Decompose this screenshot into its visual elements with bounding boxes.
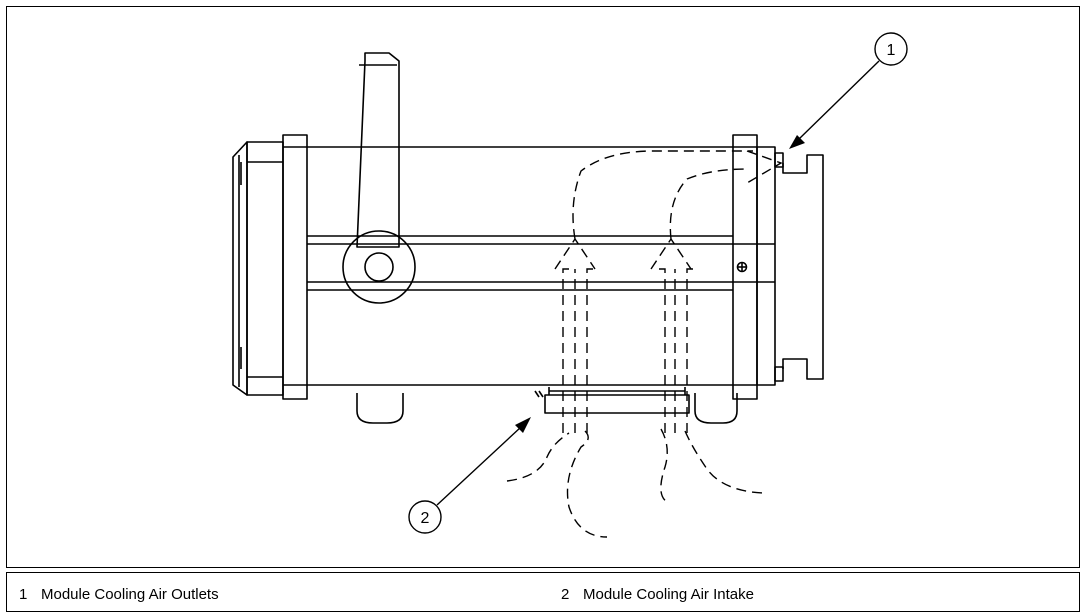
front-panel — [232, 141, 284, 396]
intake-vent — [534, 387, 690, 414]
airflow-paths — [506, 150, 783, 538]
callout-2: 2 — [408, 417, 531, 534]
callout-2-number: 2 — [421, 510, 430, 527]
carrying-handle — [342, 52, 416, 304]
front-frame — [282, 134, 308, 400]
rear-flange — [774, 152, 824, 382]
legend-item-intake: 2 Module Cooling Air Intake — [561, 586, 754, 604]
legend-item-number: 1 — [19, 586, 28, 603]
callout-1-number: 1 — [887, 42, 896, 59]
legend-item-label: Module Cooling Air Intake — [583, 586, 754, 603]
diagram-figure: 1 2 — [6, 6, 1080, 568]
chassis-body — [307, 146, 733, 386]
legend-item-number: 2 — [561, 586, 570, 603]
chassis-feet — [356, 393, 738, 424]
legend-item-label: Module Cooling Air Outlets — [41, 586, 219, 603]
rear-frame — [732, 134, 776, 400]
figure-legend: 1 Module Cooling Air Outlets 2 Module Cool… — [6, 572, 1080, 612]
callout-1: 1 — [789, 32, 908, 149]
legend-item-outlets: 1 Module Cooling Air Outlets — [19, 586, 219, 604]
chassis-airflow-diagram: 1 2 — [232, 32, 908, 538]
rear-screw — [736, 261, 748, 273]
